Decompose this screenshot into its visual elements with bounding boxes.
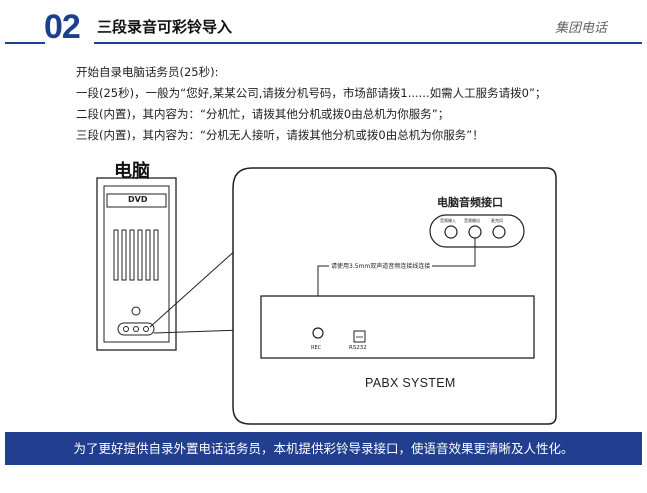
- pabx-rear-panel: [260, 295, 535, 359]
- audio-input-jack: [444, 225, 458, 239]
- header-rule-left: [5, 42, 45, 44]
- section-number: 02: [44, 8, 81, 46]
- header-corner-label: 集团电话: [554, 21, 607, 36]
- pabx-system-label: PABX SYSTEM: [365, 376, 456, 390]
- header-rule-right: [94, 42, 642, 44]
- description-line: 三段(内置)，其内容为：“分机无人接听，请拨其他分机或拨0由总机为你服务”！: [76, 128, 484, 142]
- pc-leader-line: [149, 247, 239, 328]
- rs232-port: [353, 330, 366, 343]
- footer-banner: 为了更好提供自录外置电话话务员，本机提供彩铃导录接口，使语音效果更清晰及人性化。: [5, 432, 642, 465]
- audio-interface-label: 电脑音频接口: [437, 196, 503, 209]
- pc-vent-slots: [113, 229, 159, 281]
- microphone-jack-label: 麦克风: [491, 218, 503, 223]
- description-line: 二段(内置)，其内容为：“分机忙，请拨其他分机或拨0由总机为你服务”；: [76, 107, 450, 121]
- description-block: 开始自录电脑话务员(25秒): 一段(25秒)，一般为“您好,某某公司,请拨分机…: [76, 62, 546, 146]
- rs232-label: RS232: [349, 345, 367, 351]
- microphone-jack: [492, 225, 506, 239]
- cable-note: 请使用3.5mm双声道音频连接线连接: [329, 261, 433, 270]
- audio-input-jack-label: 音频输入: [440, 218, 456, 223]
- audio-output-jack-label: 音频输出: [464, 218, 480, 223]
- description-line: 一段(25秒)，一般为“您好,某某公司,请拨分机号码，市场部请拨1......如…: [76, 86, 547, 100]
- section-header: 02 三段录音可彩铃导入 集团电话: [0, 0, 647, 52]
- dvd-drive: [106, 193, 167, 208]
- audio-output-jack: [468, 225, 482, 239]
- pc-power-button: [131, 306, 141, 316]
- rec-label: REC: [311, 345, 322, 351]
- pc-leader-line: [153, 329, 243, 334]
- pc-label: 电脑: [114, 161, 150, 182]
- description-line: 开始自录电脑话务员(25秒):: [76, 65, 219, 79]
- rec-jack: [312, 327, 324, 339]
- pc-front-panel: [103, 185, 170, 343]
- dvd-label: DVD: [128, 195, 148, 204]
- section-title: 三段录音可彩铃导入: [97, 18, 233, 36]
